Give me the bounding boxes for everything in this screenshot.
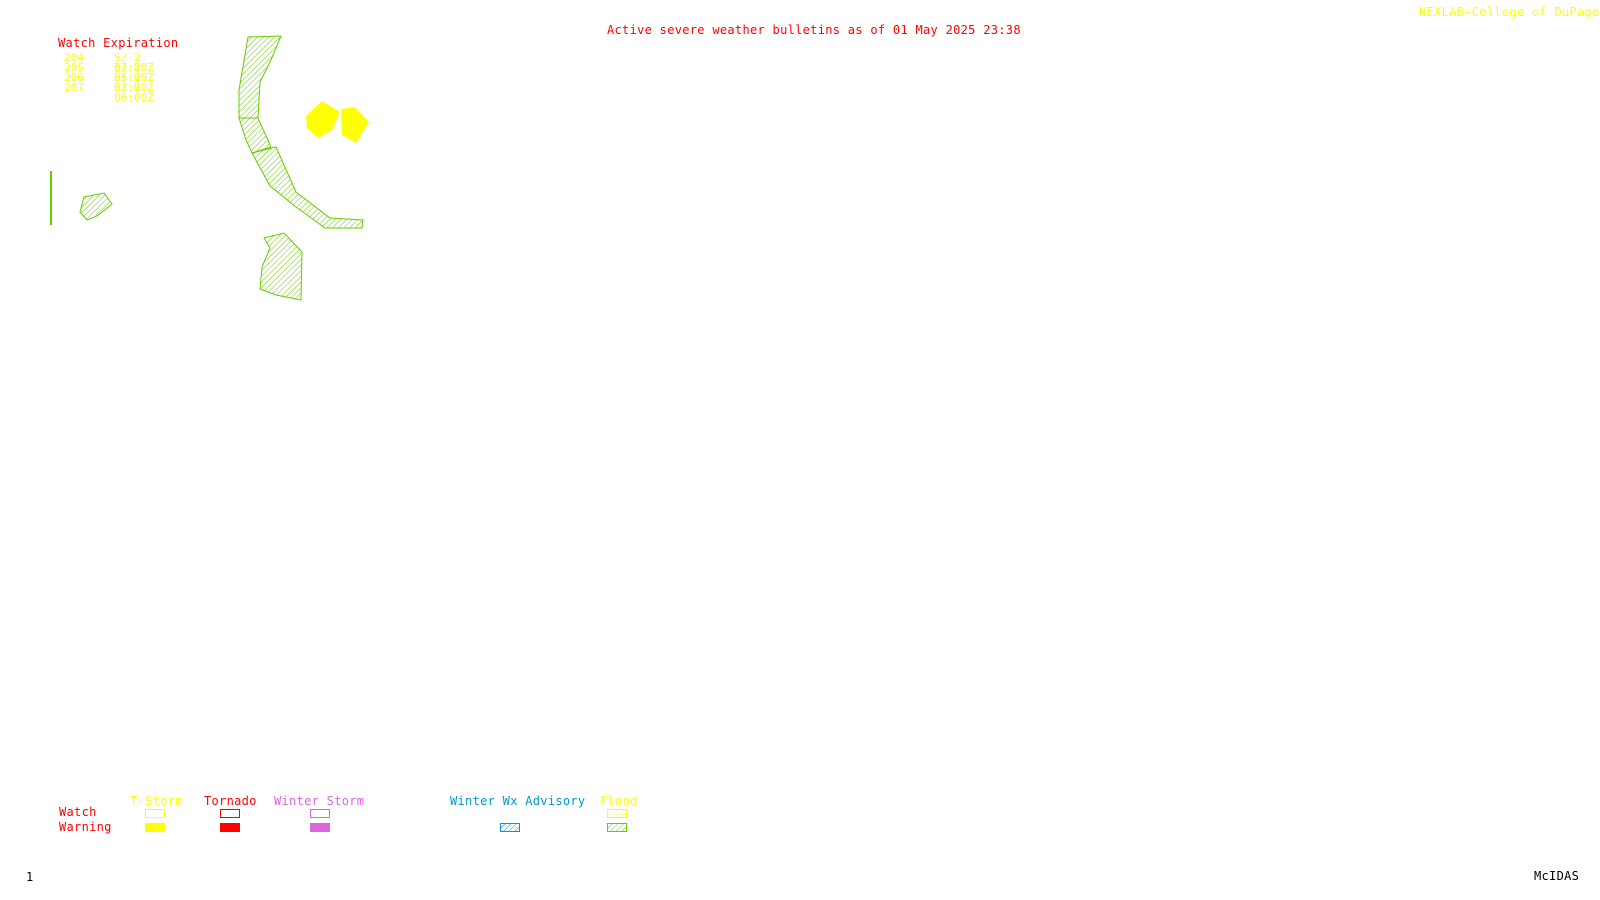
- flood-warning-polygon: [238, 117, 272, 154]
- tornado-watch-swatch: [220, 809, 240, 818]
- watch-expiration-title: Watch Expiration: [58, 36, 179, 50]
- tstorm-watch-swatch: [145, 809, 165, 818]
- watch-id: 204: [64, 51, 84, 64]
- credit-label: NEXLAB-College of DuPage R: [1419, 5, 1600, 19]
- tstorm-warning-polygon: [306, 101, 340, 138]
- legend-tstorm-header: T-Storm: [130, 794, 183, 808]
- flood-warning-swatch: [607, 823, 627, 832]
- frame-number: 1: [26, 870, 34, 884]
- flood-warning-polygon: [238, 35, 282, 119]
- legend-winter-advisory-header: Winter Wx Advisory: [450, 794, 586, 808]
- legend-tornado-header: Tornado: [204, 794, 257, 808]
- flood-warning-polygon: [251, 146, 364, 229]
- watch-expiry: 5/ 2 03:00Z: [114, 71, 154, 94]
- winter-storm-warning-swatch: [310, 823, 330, 832]
- watch-expiry: 5/ 2 03:00Z: [114, 51, 154, 74]
- legend-winter-storm-header: Winter Storm: [274, 794, 365, 808]
- software-label: McIDAS: [1534, 869, 1580, 883]
- legend-watch-label: Watch: [59, 805, 97, 819]
- winter-advisory-warning-swatch: [500, 823, 520, 832]
- watch-id: 205: [64, 61, 84, 74]
- page-title: Active severe weather bulletins as of 01…: [607, 23, 1021, 37]
- winter-storm-watch-swatch: [310, 809, 330, 818]
- legend-warning-label: Warning: [59, 820, 112, 834]
- flood-warning-polygon: [259, 232, 303, 301]
- watch-expiry: 5/ 2 06:00Z: [114, 81, 154, 104]
- legend-flood-header: Flood: [600, 794, 638, 808]
- flood-warning-polygon: [79, 192, 113, 221]
- tstorm-warning-polygon: [341, 107, 369, 143]
- tornado-warning-swatch: [220, 823, 240, 832]
- flood-watch-swatch: [607, 809, 627, 818]
- watch-id: 206: [64, 71, 84, 84]
- watch-id: 207: [64, 81, 84, 94]
- watch-expiry: 5/ 2 05:00Z: [114, 61, 154, 84]
- tstorm-warning-swatch: [145, 823, 165, 832]
